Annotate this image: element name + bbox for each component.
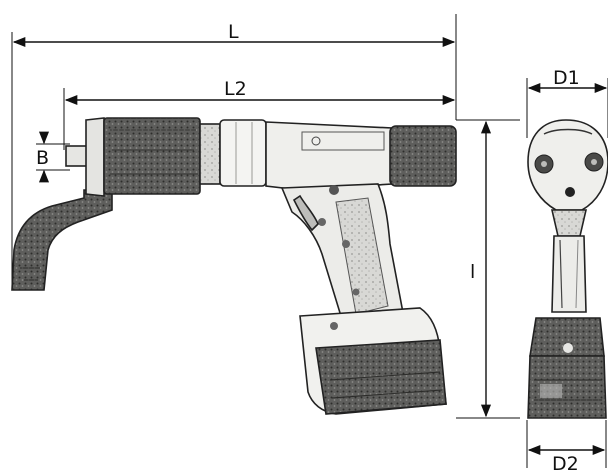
grip-texture — [335, 197, 389, 315]
rear-cap — [389, 125, 457, 187]
collar — [219, 119, 267, 187]
front-handle — [551, 235, 587, 313]
dimension-B: B — [36, 131, 70, 183]
label-L: L — [228, 21, 239, 43]
dimension-L: L — [11, 14, 457, 290]
gear-head — [103, 117, 201, 195]
label-D1: D1 — [553, 67, 580, 89]
gear-head-front — [85, 117, 105, 197]
gearbox — [199, 123, 221, 185]
label-B: B — [36, 147, 49, 169]
dimension-D2: D2 — [526, 420, 607, 470]
label-D2: D2 — [552, 453, 579, 470]
front-battery — [527, 355, 607, 419]
dimension-l: l — [456, 119, 520, 419]
tool-front-view — [527, 119, 608, 419]
label-L2: L2 — [224, 78, 247, 100]
battery-pack — [315, 339, 447, 415]
dimension-D1: D1 — [526, 67, 608, 138]
trigger — [292, 194, 319, 232]
square-drive — [65, 145, 89, 167]
front-neck — [550, 209, 588, 237]
tool-side-view — [11, 117, 457, 415]
label-l: l — [470, 261, 475, 283]
dimension-L2: L2 — [63, 78, 456, 150]
reaction-arm — [11, 189, 113, 291]
